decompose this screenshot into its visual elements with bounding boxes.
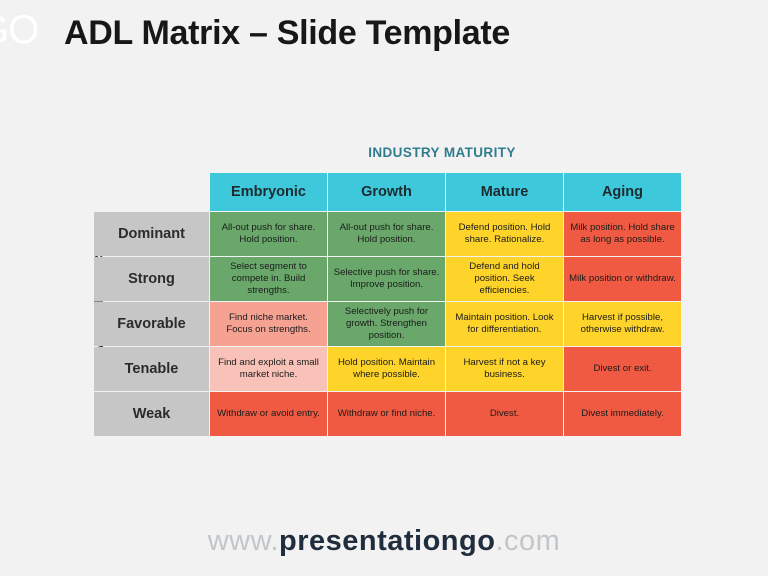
matrix-corner-cell (94, 173, 209, 211)
logo-watermark: GO (0, 8, 39, 52)
row-header-weak[interactable]: Weak (94, 392, 209, 436)
matrix-cell-tenable-embryonic[interactable]: Find and exploit a small market niche. (210, 347, 327, 391)
matrix-cell-weak-aging[interactable]: Divest immediately. (564, 392, 681, 436)
matrix-cell-tenable-growth[interactable]: Hold position. Maintain where possible. (328, 347, 445, 391)
matrix-cell-weak-mature[interactable]: Divest. (446, 392, 563, 436)
row-header-tenable[interactable]: Tenable (94, 347, 209, 391)
footer-suffix: .com (495, 525, 561, 557)
matrix-cell-strong-aging[interactable]: Milk position or withdraw. (564, 257, 681, 301)
matrix-cell-weak-growth[interactable]: Withdraw or find niche. (328, 392, 445, 436)
table-row: Tenable Find and exploit a small market … (94, 347, 681, 391)
matrix-cell-dominant-aging[interactable]: Milk position. Hold share as long as pos… (564, 212, 681, 256)
matrix-cell-strong-growth[interactable]: Selective push for share. Improve positi… (328, 257, 445, 301)
industry-maturity-axis-label: INDUSTRY MATURITY (368, 145, 516, 160)
matrix-cell-tenable-aging[interactable]: Divest or exit. (564, 347, 681, 391)
row-header-strong[interactable]: Strong (94, 257, 209, 301)
matrix-cell-favorable-aging[interactable]: Harvest if possible, otherwise withdraw. (564, 302, 681, 346)
column-header-growth[interactable]: Growth (328, 173, 445, 211)
matrix-cell-strong-embryonic[interactable]: Select segment to compete in. Build stre… (210, 257, 327, 301)
row-header-favorable[interactable]: Favorable (94, 302, 209, 346)
matrix-cell-dominant-embryonic[interactable]: All-out push for share. Hold position. (210, 212, 327, 256)
matrix-cell-favorable-embryonic[interactable]: Find niche market. Focus on strengths. (210, 302, 327, 346)
column-header-aging[interactable]: Aging (564, 173, 681, 211)
footer-brand: presentationgo (278, 525, 496, 557)
matrix-cell-dominant-mature[interactable]: Defend position. Hold share. Rationalize… (446, 212, 563, 256)
footer-watermark: www.presentationgo.com (0, 525, 768, 558)
footer-prefix: www. (207, 525, 279, 557)
matrix-cell-favorable-growth[interactable]: Selectively push for growth. Strengthen … (328, 302, 445, 346)
table-row: Strong Select segment to compete in. Bui… (94, 257, 681, 301)
table-row: Dominant All-out push for share. Hold po… (94, 212, 681, 256)
table-row: Favorable Find niche market. Focus on st… (94, 302, 681, 346)
matrix-cell-weak-embryonic[interactable]: Withdraw or avoid entry. (210, 392, 327, 436)
adl-matrix-table: Embryonic Growth Mature Aging Dominant A… (93, 172, 682, 437)
adl-matrix: INDUSTRY MATURITY COMPETITIVE POSITION E… (60, 140, 682, 450)
matrix-header-row: Embryonic Growth Mature Aging (94, 173, 681, 211)
table-row: Weak Withdraw or avoid entry. Withdraw o… (94, 392, 681, 436)
matrix-cell-favorable-mature[interactable]: Maintain position. Look for differentiat… (446, 302, 563, 346)
matrix-cell-strong-mature[interactable]: Defend and hold position. Seek efficienc… (446, 257, 563, 301)
matrix-cell-dominant-growth[interactable]: All-out push for share. Hold position. (328, 212, 445, 256)
column-header-mature[interactable]: Mature (446, 173, 563, 211)
row-header-dominant[interactable]: Dominant (94, 212, 209, 256)
column-header-embryonic[interactable]: Embryonic (210, 173, 327, 211)
page-title: ADL Matrix – Slide Template (64, 14, 510, 52)
matrix-cell-tenable-mature[interactable]: Harvest if not a key business. (446, 347, 563, 391)
